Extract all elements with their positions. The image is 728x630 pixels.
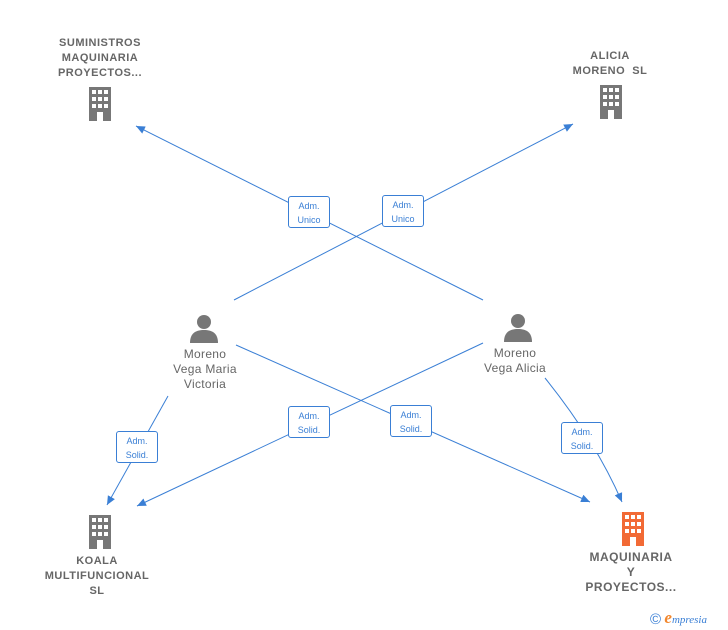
edge-label-adm-unico[interactable]: Adm. Unico — [288, 196, 330, 228]
person-icon — [504, 314, 532, 342]
person-label-moreno-vega-alicia[interactable]: Moreno Vega Alicia — [483, 346, 546, 375]
company-label-koala[interactable]: KOALA MULTIFUNCIONAL SL — [44, 555, 150, 597]
main-building-icon — [622, 512, 644, 546]
company-label-suministros[interactable]: SUMINISTROS MAQUINARIA PROYECTOS... — [57, 37, 143, 79]
brand-name: mpresia — [671, 614, 707, 626]
company-label-alicia-moreno-sl[interactable]: ALICIA MORENO SL — [572, 50, 648, 77]
building-icon — [89, 515, 111, 549]
brand-footer: © empresia — [650, 608, 707, 628]
edge-label-adm-unico[interactable]: Adm. Unico — [382, 195, 424, 227]
brand-initial: e — [664, 608, 672, 627]
building-icon — [89, 87, 111, 121]
person-label-moreno-vega-maria-victoria[interactable]: Moreno Vega Maria Victoria — [173, 347, 237, 391]
edge-label-adm-solid[interactable]: Adm. Solid. — [116, 431, 158, 463]
building-icon — [600, 85, 622, 119]
edge-label-adm-solid[interactable]: Adm. Solid. — [390, 405, 432, 437]
copyright-symbol: © — [650, 611, 662, 628]
person-icon — [190, 315, 218, 343]
edge-label-adm-solid[interactable]: Adm. Solid. — [288, 406, 330, 438]
company-label-maquinaria[interactable]: MAQUINARIA Y PROYECTOS... — [585, 550, 677, 594]
edge-label-adm-solid[interactable]: Adm. Solid. — [561, 422, 603, 454]
